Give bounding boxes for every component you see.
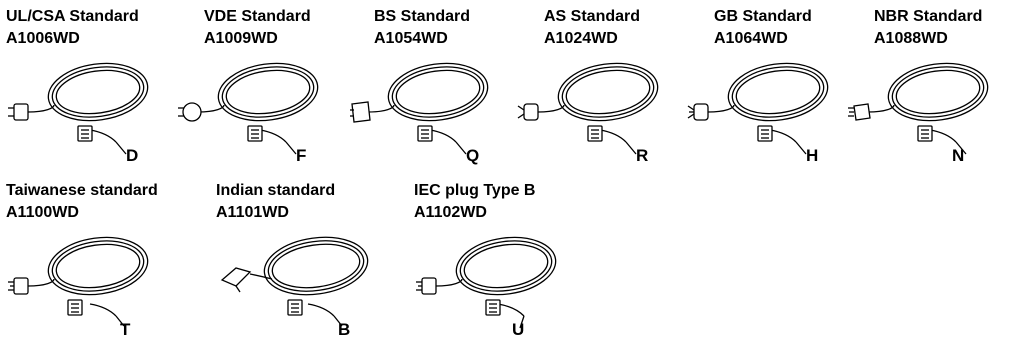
power-cord-illustration (350, 62, 489, 155)
cord-standard-label: IEC plug Type B (414, 182, 536, 199)
power-cord-bs: BS Standard A1054WD Q (346, 6, 511, 166)
cord-standard-label: BS Standard (374, 8, 471, 25)
schuko-plug-icon (178, 102, 202, 122)
uk-plug-icon (350, 101, 371, 123)
power-cord-nbr: NBR Standard A1088WD N (846, 6, 1011, 166)
cord-model-number: A1054WD (374, 30, 448, 47)
tw-plug-icon (8, 277, 29, 295)
cn-plug-icon (687, 103, 709, 121)
cord-standard-label: Taiwanese standard (6, 182, 158, 199)
cord-standard-label: NBR Standard (874, 8, 983, 25)
power-cord-illustration (687, 62, 829, 155)
power-cord-iec-b: IEC plug Type B A1102WD U (414, 180, 594, 340)
br-plug-icon (848, 103, 871, 121)
cord-code-letter: H (806, 146, 819, 165)
power-cord-indian: Indian standard A1101WD B (216, 180, 396, 340)
power-cord-illustration (848, 62, 989, 155)
power-cord-illustration (178, 62, 319, 155)
au-plug-icon (517, 103, 539, 121)
cord-code-letter: R (636, 146, 649, 165)
cord-model-number: A1006WD (6, 30, 80, 47)
cord-code-letter: T (120, 320, 131, 339)
in-plug-icon (220, 267, 252, 293)
us-plug-icon (8, 103, 29, 121)
cord-code-letter: D (126, 146, 139, 165)
cord-model-number: A1064WD (714, 30, 788, 47)
cord-model-number: A1101WD (216, 204, 289, 221)
iec-connector-icon (587, 125, 603, 142)
power-cord-illustration (416, 236, 557, 329)
iec-connector-icon (247, 125, 263, 142)
cord-standard-label: Indian standard (216, 182, 336, 199)
cord-model-number: A1102WD (414, 204, 487, 221)
cord-model-number: A1024WD (544, 30, 618, 47)
cord-model-number: A1100WD (6, 204, 79, 221)
cord-model-number: A1088WD (874, 30, 948, 47)
cord-code-letter: F (296, 146, 307, 165)
cord-standard-label: UL/CSA Standard (6, 8, 139, 25)
cord-code-letter: N (952, 146, 965, 165)
cord-standard-label: VDE Standard (204, 8, 311, 25)
cord-standard-label: GB Standard (714, 8, 812, 25)
iec-connector-icon (917, 125, 933, 142)
iec-connector-icon (757, 125, 773, 142)
iec-connector-icon (417, 125, 433, 142)
iec-connector-icon (485, 299, 501, 316)
power-cord-gb: GB Standard A1064WD H (686, 6, 851, 166)
power-cord-illustration (8, 236, 149, 327)
cord-code-letter: Q (466, 146, 480, 165)
power-cord-ul-csa: UL/CSA Standard A1006WD D (6, 6, 171, 166)
iec-b-plug-icon (416, 277, 437, 295)
iec-connector-icon (77, 125, 93, 142)
iec-connector-icon (287, 299, 303, 316)
iec-connector-icon (67, 299, 83, 316)
cord-model-number: A1009WD (204, 30, 278, 47)
power-cord-illustration (8, 62, 149, 155)
cord-code-letter: U (512, 320, 525, 339)
cord-code-letter: B (338, 320, 351, 339)
power-cord-as: AS Standard A1024WD R (516, 6, 681, 166)
cord-standard-label: AS Standard (544, 8, 641, 25)
power-cord-illustration (517, 62, 659, 155)
power-cord-taiwanese: Taiwanese standard A1100WD T (6, 180, 206, 340)
power-cord-vde: VDE Standard A1009WD F (176, 6, 341, 166)
power-cord-illustration (220, 236, 369, 327)
